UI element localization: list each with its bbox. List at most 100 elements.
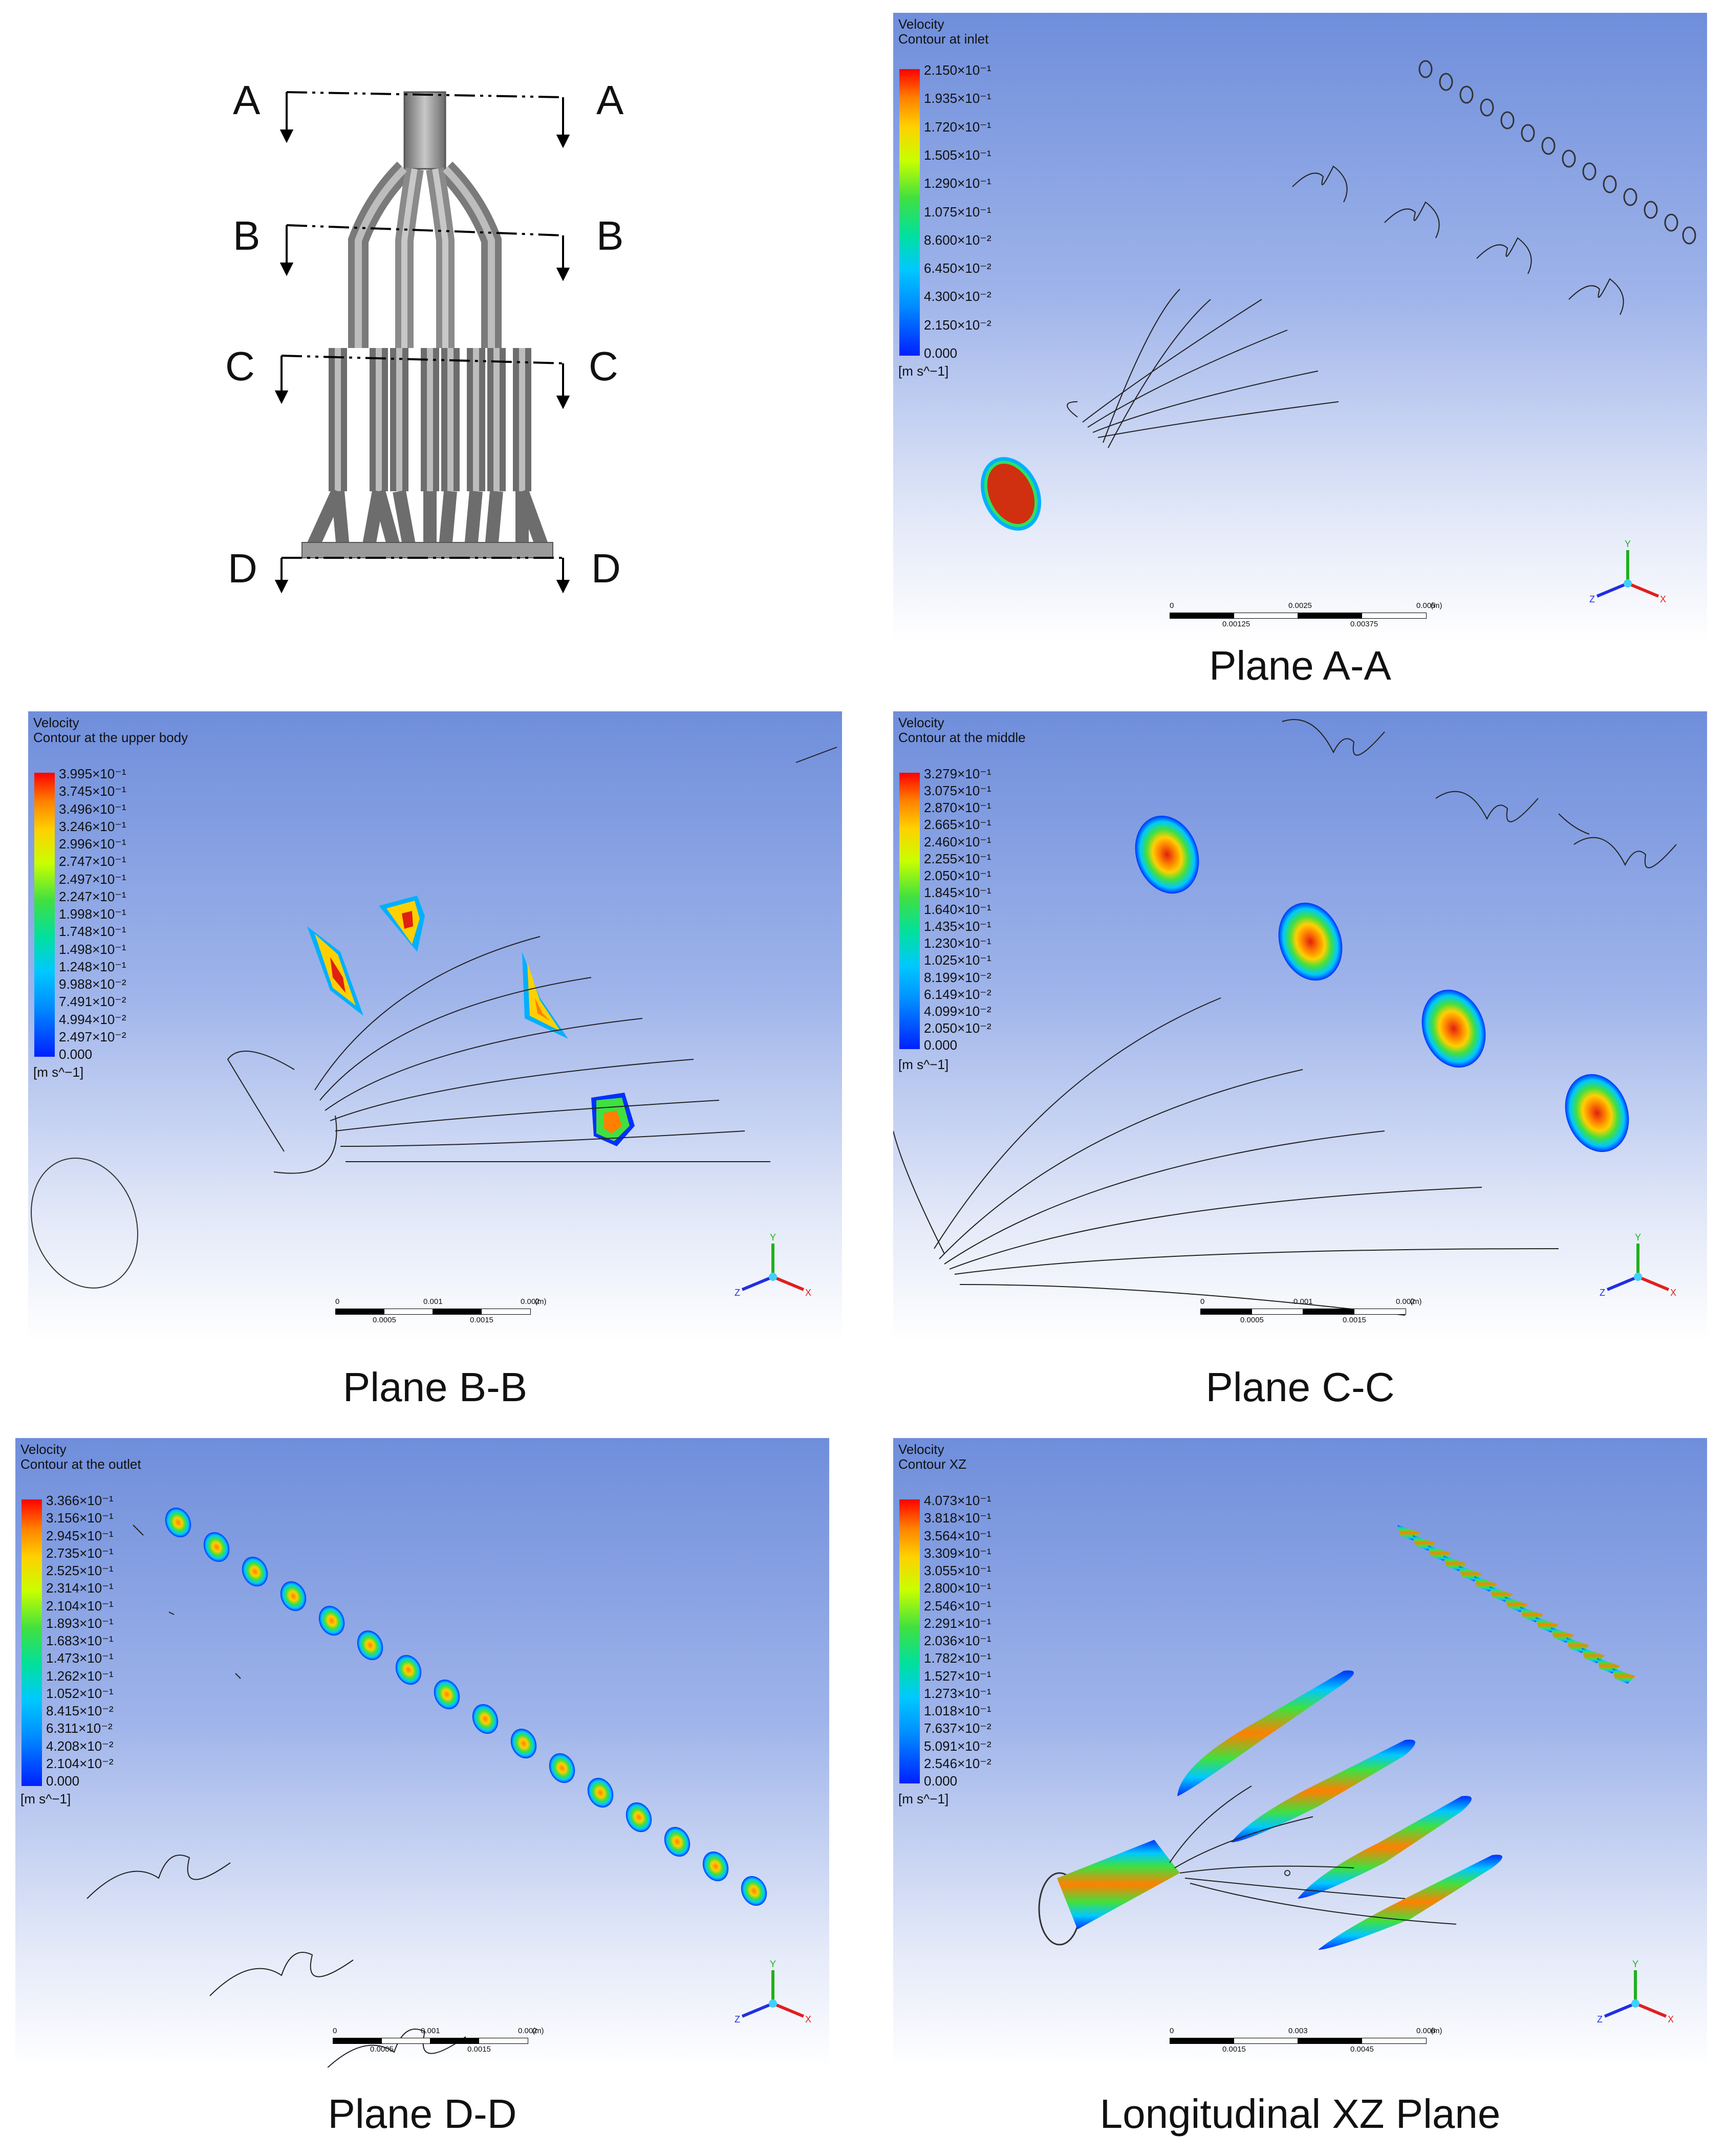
axis-x-label: X bbox=[805, 1288, 811, 1298]
axis-y-label: Y bbox=[770, 1233, 776, 1243]
legend-tick-label: 2.150×10⁻¹ bbox=[924, 62, 991, 78]
legend-unit: [m s^−1] bbox=[20, 1791, 71, 1806]
legend-tick-label: 2.800×10⁻¹ bbox=[924, 1580, 991, 1596]
legend-tick-label: 2.665×10⁻¹ bbox=[924, 817, 991, 833]
scale-bar-segment bbox=[430, 2038, 480, 2044]
legend-tick-label: 0.000 bbox=[59, 1047, 93, 1062]
cut-label-a-left: A bbox=[233, 77, 261, 123]
legend-tick-label: 1.640×10⁻¹ bbox=[924, 902, 991, 917]
cut-label-d-left: D bbox=[228, 546, 257, 591]
scale-bar-segment bbox=[381, 2038, 431, 2044]
legend-tick-label: 0.000 bbox=[924, 345, 958, 361]
legend-tick-label: 3.279×10⁻¹ bbox=[924, 766, 991, 781]
legend-tick-label: 2.150×10⁻² bbox=[924, 317, 991, 333]
legend-tick-label: 2.546×10⁻¹ bbox=[924, 1598, 991, 1614]
color-legend-bar bbox=[21, 1499, 42, 1786]
axis-z-arrow bbox=[741, 2002, 774, 2018]
legend-tick-label: 2.247×10⁻¹ bbox=[59, 888, 126, 904]
legend-unit: [m s^−1] bbox=[898, 1057, 949, 1072]
legend-title: Velocity Contour at the middle bbox=[898, 715, 1026, 745]
caption-plane-cc: Plane C-C bbox=[1205, 1364, 1395, 1410]
scale-unit: (m) bbox=[1431, 601, 1442, 610]
cut-label-b-left: B bbox=[233, 213, 261, 258]
scale-label-top: 0.0025 bbox=[1288, 601, 1312, 610]
scale-bar-segment bbox=[1354, 1309, 1406, 1315]
legend-tick-label: 3.055×10⁻¹ bbox=[924, 1563, 991, 1578]
legend-tick-label: 2.050×10⁻¹ bbox=[924, 867, 991, 883]
scale-label-top: 0 bbox=[1200, 1297, 1205, 1306]
axis-z-arrow bbox=[741, 1275, 774, 1291]
cut-label-d-right: D bbox=[591, 546, 621, 591]
legend-tick-label: 1.273×10⁻¹ bbox=[924, 1685, 991, 1701]
axis-x-label: X bbox=[1660, 594, 1666, 604]
legend-tick-label: 6.450×10⁻² bbox=[924, 260, 991, 276]
legend-subtitle: Contour at inlet bbox=[898, 31, 989, 47]
scale-label-bottom: 0.0015 bbox=[1343, 1316, 1366, 1324]
legend-tick-label: 6.149×10⁻² bbox=[924, 986, 991, 1002]
panel-plane-cc: Velocity Contour at the middle [m s^−1] bbox=[893, 711, 1707, 1341]
legend-tick-label: 2.050×10⁻² bbox=[924, 1020, 991, 1036]
axis-y-label: Y bbox=[1625, 540, 1631, 549]
panel-plane-xz: Velocity Contour XZ [m s^−1] bbox=[893, 1438, 1707, 2067]
legend-tick-label: 2.870×10⁻¹ bbox=[924, 800, 991, 816]
cut-label-b-right: B bbox=[596, 213, 624, 258]
scale-unit: (m) bbox=[535, 1297, 547, 1306]
legend-tick-label: 2.497×10⁻¹ bbox=[59, 871, 126, 887]
legend-tick-label: 1.075×10⁻¹ bbox=[924, 204, 991, 220]
scale-label-bottom: 0.0015 bbox=[467, 2045, 491, 2054]
legend-tick-label: 4.099×10⁻² bbox=[924, 1003, 991, 1019]
legend-tick-label: 2.036×10⁻¹ bbox=[924, 1633, 991, 1648]
axis-x-arrow bbox=[1634, 2002, 1667, 2018]
legend-subtitle: Contour at the upper body bbox=[33, 730, 188, 745]
inlet-section bbox=[1038, 1840, 1180, 1946]
axis-x-label: X bbox=[1670, 1288, 1676, 1298]
legend-tick-label: 3.995×10⁻¹ bbox=[59, 766, 126, 781]
caption-plane-xz: Longitudinal XZ Plane bbox=[1099, 2091, 1501, 2137]
scale-bar-segment bbox=[481, 1309, 531, 1315]
legend-tick-label: 2.104×10⁻² bbox=[46, 1755, 114, 1771]
legend-tick-label: 1.893×10⁻¹ bbox=[46, 1615, 114, 1631]
scale-label-bottom: 0.00125 bbox=[1222, 620, 1250, 628]
color-legend-bar bbox=[34, 773, 55, 1057]
legend-title: Velocity Contour at the upper body bbox=[33, 715, 188, 745]
legend-tick-label: 2.996×10⁻¹ bbox=[59, 836, 126, 852]
axis-z-arrow bbox=[1606, 1275, 1639, 1291]
legend-tick-label: 1.025×10⁻¹ bbox=[924, 952, 991, 968]
legend-tick-label: 1.248×10⁻¹ bbox=[59, 959, 126, 974]
branch-bands bbox=[1177, 1670, 1502, 1950]
scale-label-top: 0.001 bbox=[1293, 1297, 1313, 1306]
cut-label-c-right: C bbox=[589, 343, 618, 389]
legend-tick-label: 7.491×10⁻² bbox=[59, 994, 126, 1010]
legend-tick-label: 1.683×10⁻¹ bbox=[46, 1633, 114, 1648]
legend-tick-label: 1.782×10⁻¹ bbox=[924, 1650, 991, 1666]
legend-tick-label: 3.156×10⁻¹ bbox=[46, 1510, 114, 1526]
scale-bar-segment bbox=[384, 1309, 434, 1315]
contour-plot-dd bbox=[87, 1507, 767, 2067]
legend-tick-label: 2.546×10⁻² bbox=[924, 1755, 991, 1771]
legend-quantity: Velocity bbox=[898, 16, 944, 32]
legend-tick-label: 2.525×10⁻¹ bbox=[46, 1563, 114, 1578]
axis-x-label: X bbox=[1668, 2014, 1674, 2024]
legend-tick-label: 1.720×10⁻¹ bbox=[924, 119, 991, 135]
legend-tick-label: 1.230×10⁻¹ bbox=[924, 935, 991, 951]
scale-label-top: 0.002 bbox=[518, 2027, 537, 2035]
scale-label-top: 0.006 bbox=[1416, 2027, 1436, 2035]
scale-bar-segment bbox=[1234, 613, 1299, 619]
legend-title: Velocity Contour at inlet bbox=[898, 17, 988, 47]
legend-quantity: Velocity bbox=[33, 715, 79, 730]
legend-tick-label: 3.818×10⁻¹ bbox=[924, 1510, 991, 1526]
scale-label-top: 0 bbox=[1170, 2027, 1174, 2035]
legend-tick-label: 6.311×10⁻² bbox=[46, 1721, 113, 1736]
axis-x-arrow bbox=[772, 2002, 805, 2018]
axis-y-label: Y bbox=[1635, 1233, 1641, 1243]
scale-bar-segment bbox=[1234, 2038, 1299, 2044]
scale-label-bottom: 0.00375 bbox=[1350, 620, 1378, 628]
axis-origin bbox=[1624, 579, 1632, 587]
cut-label-a-right: A bbox=[596, 77, 624, 123]
axis-z-label: Z bbox=[735, 2014, 740, 2024]
contour-plot-bb bbox=[31, 747, 837, 1289]
axis-origin bbox=[1634, 1273, 1642, 1281]
